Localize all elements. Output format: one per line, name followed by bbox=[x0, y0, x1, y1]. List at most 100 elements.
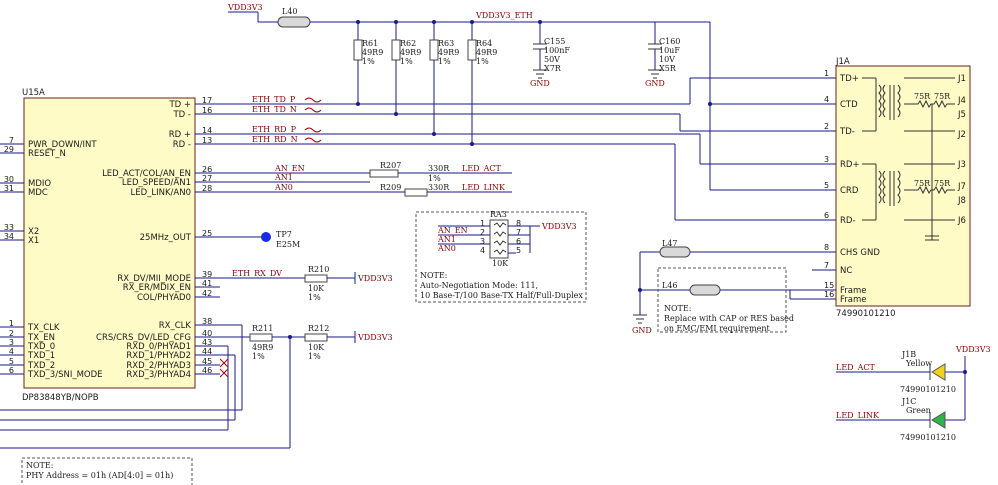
j1b-color: Yellow bbox=[905, 359, 932, 368]
u15a-pin-number: 46 bbox=[202, 366, 212, 375]
frame-note-line1: Replace with CAP or RES based bbox=[664, 314, 794, 323]
junction bbox=[708, 102, 712, 106]
u15a-pin-name: LED_ACT/COL/AN_EN bbox=[102, 169, 191, 179]
u15a-pin-number: 38 bbox=[202, 317, 212, 326]
u15a-pin-name: TX_EN bbox=[27, 333, 55, 343]
r211-tol: 1% bbox=[252, 352, 265, 361]
an-en-net-label: AN_EN bbox=[274, 164, 305, 173]
u15a-pin-number: 14 bbox=[202, 126, 212, 135]
r63-resistor: R63 49R9 1% bbox=[429, 22, 459, 134]
vdd3v3-eth-label: VDD3V3_ETH bbox=[475, 11, 533, 20]
autoneg-note-line2: 10 Base-T/100 Base-TX Half/Full-Duplex bbox=[420, 291, 583, 300]
ra3-vdd-label: VDD3V3 bbox=[541, 222, 577, 231]
ra3-value: 10K bbox=[492, 259, 509, 268]
j1a-magnetics: 75R 75R 75R 75R bbox=[862, 77, 955, 241]
u15a-pin-name: MDC bbox=[28, 188, 48, 198]
u15a-pin-number: 31 bbox=[4, 184, 14, 193]
r62-value: 49R9 bbox=[400, 48, 421, 57]
ra3-ref: RA3 bbox=[490, 210, 507, 219]
u15a-pin-number: 5 bbox=[9, 357, 14, 366]
ra3-an1-label: AN1 bbox=[437, 235, 456, 244]
r210-value: 10K bbox=[308, 284, 325, 293]
ra3-an-en-label: AN_EN bbox=[437, 226, 468, 235]
r210-tol: 1% bbox=[308, 293, 321, 302]
j1a-body bbox=[835, 65, 971, 307]
l40-ref: L40 bbox=[282, 7, 298, 16]
u15a-pin-name: TXD_2 bbox=[27, 361, 55, 371]
u15a-pin-number: 3 bbox=[9, 338, 14, 347]
u15a-pin-number: 16 bbox=[202, 106, 212, 115]
u15a-pin-number: 39 bbox=[202, 270, 212, 279]
u15a-pin-name: X2 bbox=[28, 227, 39, 237]
j1a-res-1: 75R bbox=[914, 92, 931, 101]
j1a-part: 74990101210 bbox=[836, 309, 896, 319]
ra3-pin-6: 6 bbox=[516, 237, 521, 246]
phy-note-box bbox=[21, 457, 193, 485]
j1a-pin-number: 4 bbox=[824, 95, 829, 104]
j1a-pin-name: RD- bbox=[840, 216, 856, 226]
c155-gnd-label: GND bbox=[530, 79, 550, 88]
led-act-net-label: LED_ACT bbox=[462, 164, 501, 173]
frame-note-line2: on EMC/EMI requirement bbox=[664, 324, 771, 333]
u15a-pin-name: TD - bbox=[172, 110, 191, 120]
j1a-ref: J1A bbox=[835, 57, 850, 67]
j1a-res-4: 75R bbox=[934, 179, 951, 188]
j1a-pin-number: 5 bbox=[824, 181, 829, 190]
c160-voltage: 10V bbox=[659, 55, 675, 64]
r64-resistor: R64 49R9 1% bbox=[467, 22, 497, 144]
u15a-pin-name: TD + bbox=[168, 100, 191, 110]
r64-tol: 1% bbox=[476, 57, 489, 66]
junction bbox=[356, 20, 360, 24]
r212-ref: R212 bbox=[308, 324, 329, 333]
r63-value: 49R9 bbox=[438, 48, 459, 57]
j1a-jpin-j1: J1 bbox=[957, 74, 966, 84]
j1a-pin-number: 1 bbox=[824, 69, 829, 78]
j1a-jpin-j7: J7 bbox=[957, 182, 966, 192]
j1a-pin-name: CRD bbox=[840, 186, 859, 196]
j1a-jpin-j2: J2 bbox=[957, 130, 966, 140]
u15a-pin-number: 7 bbox=[9, 136, 14, 145]
autoneg-note-title: NOTE: bbox=[420, 271, 447, 280]
r212-resistor: R212 10K 1% bbox=[304, 324, 356, 361]
r61-ref: R61 bbox=[362, 39, 378, 48]
j1a-pin-name: CTD bbox=[840, 100, 858, 110]
autoneg-note-box bbox=[415, 211, 587, 303]
c155-value: 100nF bbox=[544, 46, 570, 55]
u15a-pin-number: 41 bbox=[202, 279, 212, 288]
ra3-pin-7: 7 bbox=[516, 228, 521, 237]
eth-rx-dv-label: ETH_RX_DV bbox=[232, 269, 282, 278]
j1c-led-green: J1C Green 74990101210 bbox=[836, 397, 956, 442]
r212-vdd-label: VDD3V3 bbox=[357, 333, 393, 342]
u15a-pin-name: LED_LINK/AN0 bbox=[130, 188, 191, 198]
led-link-net-label: LED_LINK bbox=[462, 183, 506, 192]
u15a-pin-name: 25MHz_OUT bbox=[140, 233, 192, 243]
eth-td-p-label: ETH_TD_P bbox=[252, 95, 296, 104]
eth-rd-n-label: ETH_RD_N bbox=[252, 135, 298, 144]
u15a-pin-name: CRS/CRS_DV/LED_CFG bbox=[96, 333, 191, 343]
u15a-pin-5: 5 TXD_2 bbox=[0, 357, 55, 371]
an0-net-label: AN0 bbox=[274, 183, 293, 192]
r63-tol: 1% bbox=[438, 57, 451, 66]
r210-ref: R210 bbox=[308, 265, 329, 274]
u15a-pin-number: 25 bbox=[202, 229, 212, 238]
u15a-pin-16: 16 TD - bbox=[172, 106, 220, 120]
j1a-pin-name: Frame bbox=[840, 295, 866, 305]
u15a-pin-number: 27 bbox=[202, 174, 212, 183]
j1c-color: Green bbox=[906, 406, 931, 415]
j1a-pin-name: Frame bbox=[840, 286, 866, 296]
tp7-testpoint bbox=[261, 232, 271, 242]
j1a-jpin-j3: J3 bbox=[957, 160, 966, 170]
